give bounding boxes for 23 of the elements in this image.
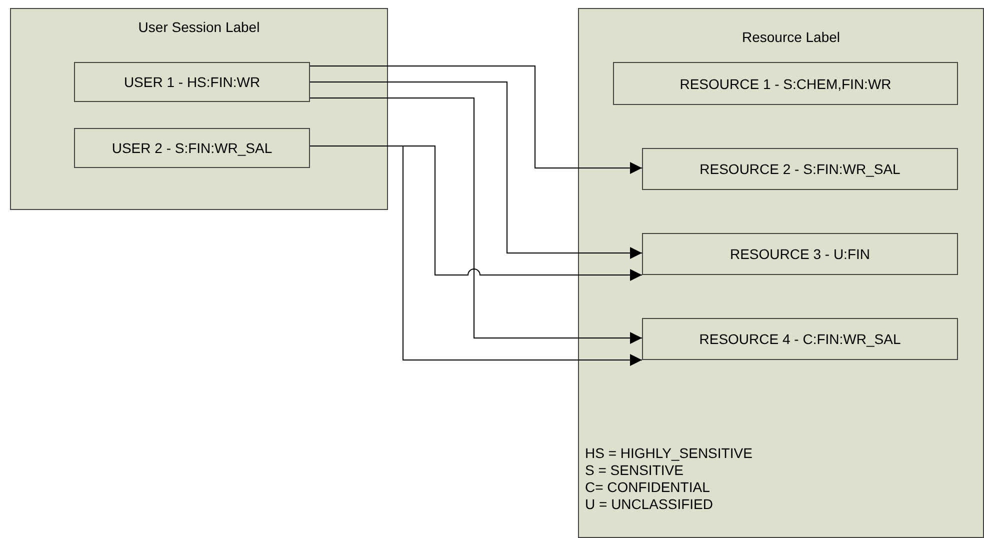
connector-arrow bbox=[310, 82, 642, 259]
legend-text: U = UNCLASSIFIED bbox=[585, 496, 713, 513]
box-label: RESOURCE 4 - C:FIN:WR_SAL bbox=[699, 331, 901, 347]
panel-heading: User Session Label bbox=[137, 19, 261, 35]
group-panel bbox=[10, 8, 388, 210]
box-label: RESOURCE 3 - U:FIN bbox=[730, 246, 870, 262]
label-box bbox=[74, 128, 310, 168]
label-box bbox=[642, 148, 958, 190]
legend-text: C= CONFIDENTIAL bbox=[585, 479, 710, 496]
label-box bbox=[642, 318, 958, 360]
box-label: USER 2 - S:FIN:WR_SAL bbox=[112, 140, 272, 156]
label-box bbox=[642, 233, 958, 275]
legend-text: S = SENSITIVE bbox=[585, 462, 684, 479]
box-label: RESOURCE 1 - S:CHEM,FIN:WR bbox=[680, 76, 892, 92]
box-label: RESOURCE 2 - S:FIN:WR_SAL bbox=[700, 161, 900, 177]
group-panel bbox=[578, 8, 984, 538]
panel-heading: Resource Label bbox=[740, 29, 842, 45]
connector-arrow bbox=[310, 66, 642, 174]
box-label: USER 1 - HS:FIN:WR bbox=[124, 74, 260, 90]
connector-arrow bbox=[310, 98, 642, 344]
legend-text: HS = HIGHLY_SENSITIVE bbox=[585, 445, 752, 462]
label-box bbox=[74, 62, 310, 102]
label-box bbox=[613, 62, 958, 105]
